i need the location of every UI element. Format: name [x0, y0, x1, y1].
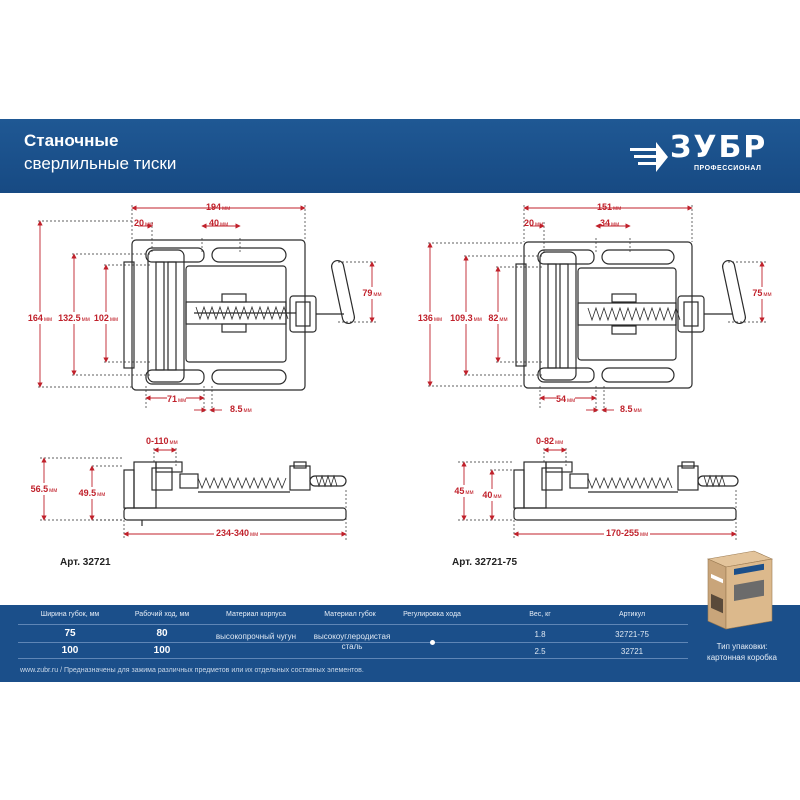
- dim-small-offset: 54мм: [556, 394, 576, 404]
- dim-small-width: 151мм: [597, 202, 622, 212]
- row2-jaw-width: 100: [61, 645, 79, 656]
- dim-large-jaw-height: 49.5мм: [78, 487, 106, 499]
- technical-drawings: [37, 205, 766, 540]
- brand-name: ЗУБР: [670, 130, 768, 165]
- vise-large-side-view: [123, 461, 347, 526]
- dim-small-slot: 34мм: [600, 218, 620, 228]
- row2-weight: 2.5: [534, 647, 546, 656]
- dim-large-length: 234-340мм: [214, 528, 261, 538]
- packaging-type-label: Тип упаковки: картонная коробка: [707, 642, 777, 662]
- dim-small-slot-width: 8.5мм: [620, 404, 642, 414]
- dim-small-inner-height: 109.3мм: [450, 312, 482, 324]
- dim-small-jaw-width: 82мм: [488, 312, 508, 324]
- row1-weight: 1.8: [534, 630, 546, 639]
- dim-large-offset: 71мм: [167, 394, 187, 404]
- article-label-small: Арт. 32721-75: [452, 557, 518, 568]
- dim-small-opening: 0-82мм: [536, 436, 564, 446]
- row1-article: 32721-75: [615, 630, 649, 639]
- dim-large-width: 194мм: [206, 202, 231, 212]
- adjustment-dot: [430, 640, 435, 645]
- vise-large-top-view: [123, 239, 356, 391]
- dim-large-jaw-width: 102мм: [93, 312, 119, 324]
- dim-large-total-height: 56.5мм: [30, 483, 58, 495]
- footnote: www.zubr.ru / Предназначены для зажима р…: [20, 667, 364, 674]
- row2-stroke: 100: [153, 645, 171, 656]
- page-subtitle: сверлильные тиски: [24, 154, 177, 173]
- spec-table-band: [0, 605, 800, 682]
- body-material: высокопрочный чугун: [215, 632, 297, 641]
- dim-large-inner-height: 132.5мм: [58, 312, 90, 324]
- vise-small-top-view: [515, 241, 747, 389]
- dim-small-height: 136мм: [417, 312, 443, 324]
- dim-small-jaw-height: 40мм: [482, 489, 502, 501]
- dim-large-slot-width: 8.5мм: [230, 404, 252, 414]
- dim-large-opening: 0-110мм: [146, 436, 178, 446]
- row-divider: [18, 624, 688, 625]
- article-label-large: Арт. 32721: [60, 557, 111, 568]
- page-title: Станочные: [24, 131, 119, 150]
- header-body-material: Материал корпуса: [226, 611, 286, 618]
- jaw-material: высокоуглеродистая сталь: [313, 632, 391, 651]
- row-divider: [18, 642, 688, 643]
- brand-subtitle: ПРОФЕССИОНАЛ: [694, 165, 762, 172]
- row1-stroke: 80: [156, 628, 168, 639]
- dim-large-height: 164мм: [27, 312, 53, 324]
- vise-small-side-view: [513, 461, 739, 521]
- row1-jaw-width: 75: [64, 628, 76, 639]
- header-adjustment: Регулировка хода: [403, 611, 461, 618]
- row2-article: 32721: [620, 647, 644, 656]
- header-jaw-material: Материал губок: [324, 611, 376, 618]
- header-article: Артикул: [618, 611, 646, 618]
- dim-large-slot: 40мм: [209, 218, 229, 228]
- dim-large-jaw: 20мм: [134, 218, 154, 228]
- dim-small-length: 170-255мм: [604, 528, 651, 538]
- header-weight: Вес, кг: [529, 611, 551, 618]
- row-divider: [18, 658, 688, 659]
- dim-large-handle: 79мм: [362, 287, 382, 299]
- dim-small-total-height: 45мм: [454, 485, 474, 497]
- header-stroke: Рабочий ход, мм: [134, 611, 190, 618]
- dim-small-jaw: 20мм: [524, 218, 544, 228]
- zubr-logo: [630, 142, 668, 172]
- dim-small-handle: 75мм: [752, 287, 772, 299]
- packaging-box-image: [706, 550, 774, 630]
- header-jaw-width: Ширина губок, мм: [40, 611, 100, 618]
